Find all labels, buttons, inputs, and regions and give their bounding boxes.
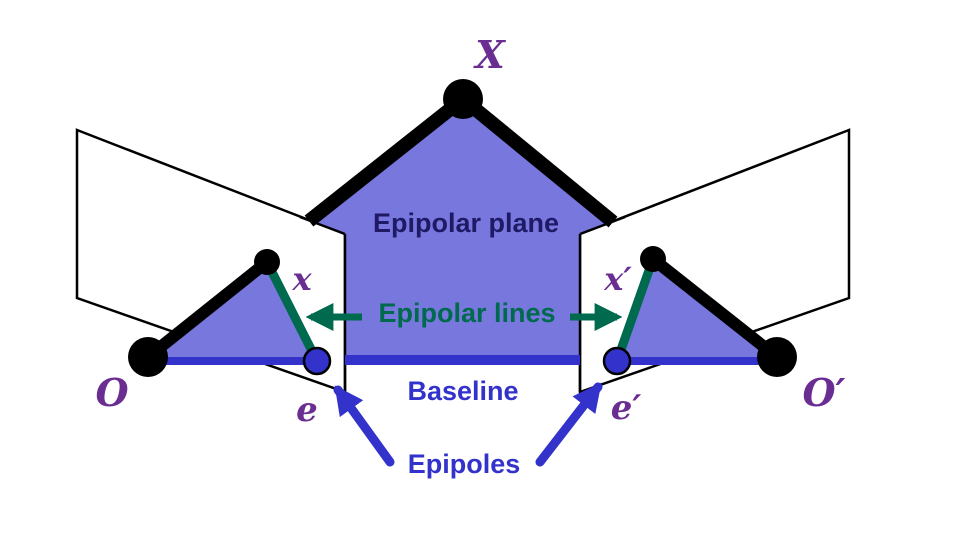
camera-center-O-prime bbox=[757, 337, 797, 377]
epipolar-line-right bbox=[612, 257, 658, 363]
label-O-prime: O′ bbox=[802, 370, 845, 415]
label-O: O bbox=[95, 370, 128, 415]
ray-right-upper bbox=[458, 93, 618, 228]
point-x bbox=[254, 249, 280, 275]
label-epipolar-plane: Epipolar plane bbox=[373, 208, 559, 238]
label-epipoles: Epipoles bbox=[408, 449, 521, 479]
label-x-prime: x′ bbox=[603, 260, 632, 298]
arrow-to-left-epipole bbox=[333, 385, 395, 467]
label-x: x bbox=[291, 260, 312, 298]
ray-right-lower bbox=[649, 254, 781, 362]
point-x-prime bbox=[640, 246, 666, 272]
right-plane-triangle bbox=[617, 259, 777, 361]
label-e: e bbox=[296, 390, 318, 430]
left-plane-top-edge bbox=[299, 215, 346, 236]
epipole-e-prime bbox=[602, 346, 632, 376]
label-e-prime: e′ bbox=[611, 388, 642, 428]
epipole-e bbox=[302, 346, 332, 376]
epipolar-line-left bbox=[262, 259, 322, 364]
ray-left-upper bbox=[304, 93, 468, 227]
arrow-to-right-epipole bbox=[535, 382, 603, 467]
label-X: X bbox=[473, 32, 506, 77]
label-epipolar-lines: Epipolar lines bbox=[378, 298, 555, 328]
camera-center-O bbox=[128, 337, 168, 377]
point-X bbox=[443, 79, 483, 119]
right-plane-top-edge bbox=[579, 215, 626, 236]
ray-left-lower bbox=[144, 257, 271, 362]
label-baseline: Baseline bbox=[407, 376, 518, 406]
